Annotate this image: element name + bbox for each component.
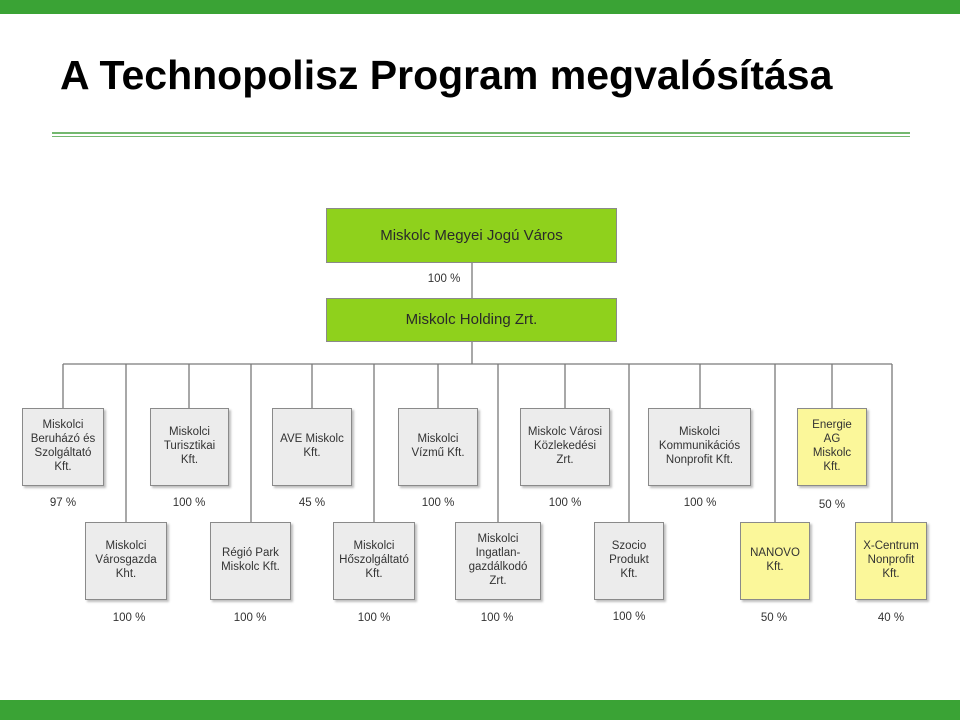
ownership-pct: 40 % bbox=[877, 612, 905, 624]
ownership-pct: 100 % bbox=[683, 497, 717, 509]
org-node-holding: Miskolc Holding Zrt. bbox=[326, 298, 617, 342]
subsidiary-label: Miskolc Városi Közlekedési Zrt. bbox=[527, 426, 603, 466]
ownership-pct: 100 % bbox=[172, 497, 206, 509]
ownership-pct: 100 % bbox=[233, 612, 267, 624]
org-node-subsidiary: Energie AG Miskolc Kft. bbox=[797, 408, 867, 486]
org-node-subsidiary: NANOVO Kft. bbox=[740, 522, 810, 600]
org-node-subsidiary: Miskolci Vízmű Kft. bbox=[398, 408, 478, 486]
org-node-subsidiary: Miskolci Ingatlan- gazdálkodó Zrt. bbox=[455, 522, 541, 600]
ownership-pct: 100 % bbox=[548, 497, 582, 509]
org-node-holding-label: Miskolc Holding Zrt. bbox=[405, 311, 538, 328]
title-divider bbox=[52, 132, 910, 134]
org-node-subsidiary: Miskolci Beruházó és Szolgáltató Kft. bbox=[22, 408, 104, 486]
subsidiary-label: Miskolci Városgazda Kht. bbox=[95, 540, 157, 580]
subsidiary-label: Miskolci Hőszolgáltató Kft. bbox=[339, 540, 409, 580]
subsidiary-label: X-Centrum Nonprofit Kft. bbox=[863, 540, 919, 580]
ownership-pct: 100 % bbox=[480, 612, 514, 624]
org-node-subsidiary: X-Centrum Nonprofit Kft. bbox=[855, 522, 927, 600]
org-node-subsidiary: Szocio Produkt Kft. bbox=[594, 522, 664, 600]
ownership-pct: 100 % bbox=[612, 611, 646, 623]
title-divider-thin bbox=[52, 136, 910, 137]
subsidiary-label: Miskolci Ingatlan- gazdálkodó Zrt. bbox=[468, 533, 528, 587]
ownership-pct: 97 % bbox=[49, 497, 77, 509]
org-node-subsidiary: Miskolci Kommunikációs Nonprofit Kft. bbox=[648, 408, 751, 486]
ownership-pct: 100 % bbox=[357, 612, 391, 624]
ownership-pct: 100 % bbox=[421, 497, 455, 509]
subsidiary-label: Miskolci Turisztikai Kft. bbox=[163, 426, 216, 466]
org-node-subsidiary: AVE Miskolc Kft. bbox=[272, 408, 352, 486]
subsidiary-label: Szocio Produkt Kft. bbox=[609, 540, 649, 580]
ownership-pct-holding: 100 % bbox=[427, 273, 461, 285]
org-node-subsidiary: Miskolci Városgazda Kht. bbox=[85, 522, 167, 600]
org-node-subsidiary: Régió Park Miskolc Kft. bbox=[210, 522, 291, 600]
slide-title: A Technopolisz Program megvalósítása bbox=[60, 52, 833, 98]
subsidiary-label: Régió Park Miskolc Kft. bbox=[221, 547, 280, 573]
subsidiary-label: Miskolci Kommunikációs Nonprofit Kft. bbox=[658, 426, 741, 466]
bottom-accent-bar bbox=[0, 700, 960, 720]
ownership-pct: 45 % bbox=[298, 497, 326, 509]
subsidiary-label: Energie AG Miskolc Kft. bbox=[812, 419, 852, 473]
subsidiary-label: Miskolci Beruházó és Szolgáltató Kft. bbox=[30, 419, 96, 473]
top-accent-bar bbox=[0, 0, 960, 14]
subsidiary-label: NANOVO Kft. bbox=[750, 547, 800, 573]
ownership-pct: 50 % bbox=[818, 499, 846, 511]
subsidiary-label: AVE Miskolc Kft. bbox=[280, 433, 344, 459]
org-node-subsidiary: Miskolc Városi Közlekedési Zrt. bbox=[520, 408, 610, 486]
org-node-subsidiary: Miskolci Turisztikai Kft. bbox=[150, 408, 229, 486]
ownership-pct: 50 % bbox=[760, 612, 788, 624]
ownership-pct: 100 % bbox=[112, 612, 146, 624]
org-node-subsidiary: Miskolci Hőszolgáltató Kft. bbox=[333, 522, 415, 600]
org-node-root-label: Miskolc Megyei Jogú Város bbox=[380, 226, 563, 244]
org-node-root: Miskolc Megyei Jogú Város bbox=[326, 208, 617, 263]
subsidiary-label: Miskolci Vízmű Kft. bbox=[411, 433, 465, 459]
